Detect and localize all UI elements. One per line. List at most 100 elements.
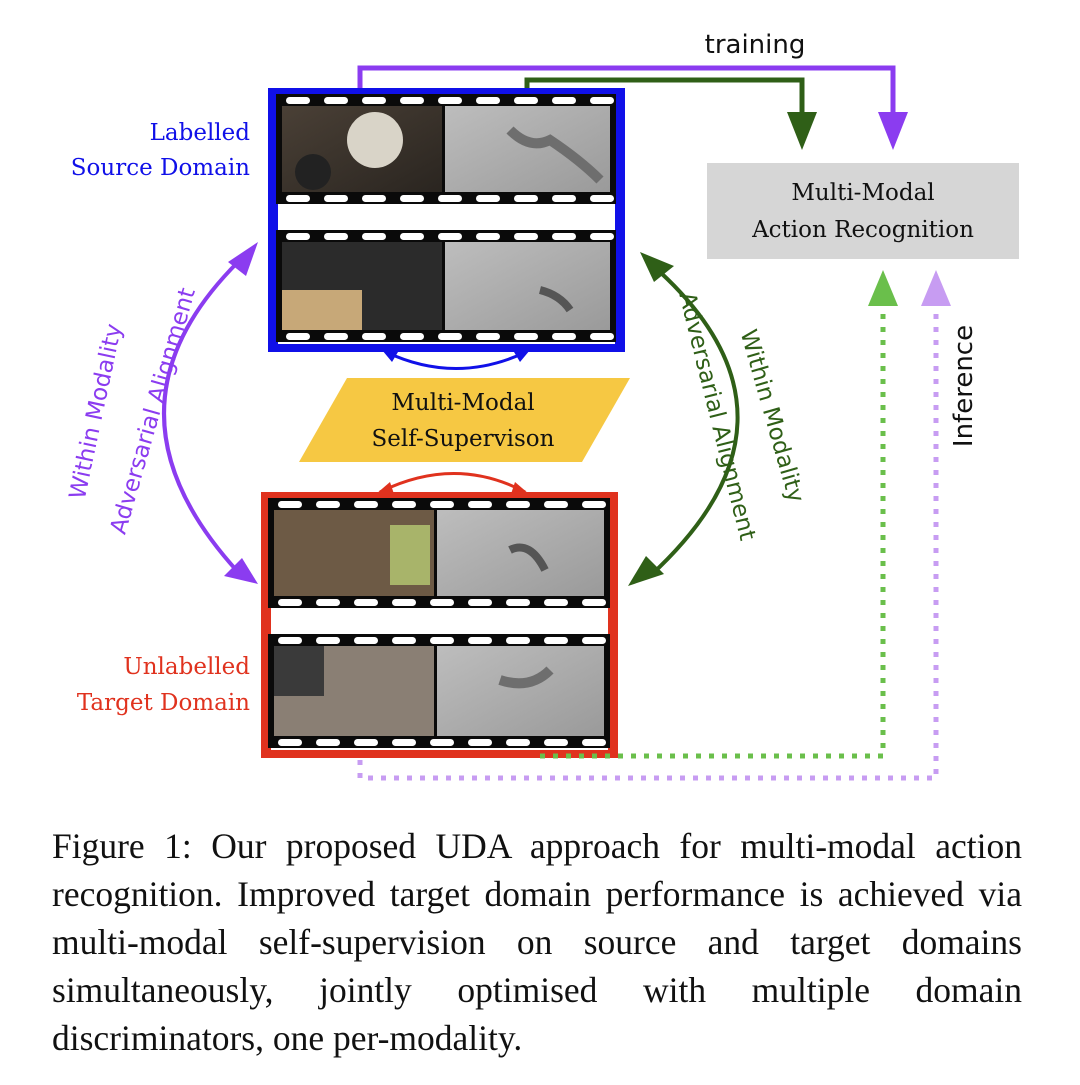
sprocket-hole: [438, 333, 462, 340]
right-adversarial-arc: [628, 252, 740, 586]
sprocket-hole: [392, 739, 416, 746]
sprocket-hole: [476, 97, 500, 104]
sprocket-hole: [430, 739, 454, 746]
sprocket-hole: [590, 233, 614, 240]
source-label-line2: Source Domain: [71, 155, 250, 181]
selfsup-label-line2: Self-Supervison: [372, 426, 555, 452]
sprocket-hole: [286, 233, 310, 240]
sprocket-hole: [392, 599, 416, 606]
training-arrow-green: [524, 77, 817, 150]
sprocket-hole: [476, 195, 500, 202]
sprocket-hole: [278, 501, 302, 508]
sprocket-hole: [476, 233, 500, 240]
source-label-line1: Labelled: [150, 120, 251, 146]
source-domain-clips: [268, 88, 625, 352]
sprocket-hole: [582, 739, 606, 746]
source-filmstrip-top: [276, 94, 616, 204]
sprocket-hole: [392, 637, 416, 644]
sprocket-hole: [354, 599, 378, 606]
sprocket-hole: [438, 195, 462, 202]
sprocket-hole: [582, 501, 606, 508]
inference-arrow-purple: [357, 270, 951, 781]
sprocket-hole: [590, 333, 614, 340]
sprocket-hole: [362, 195, 386, 202]
sprocket-hole: [552, 195, 576, 202]
sprocket-hole: [476, 333, 500, 340]
sprocket-hole: [468, 599, 492, 606]
sprocket-hole: [354, 739, 378, 746]
training-arrow-purple: [357, 65, 908, 150]
sprocket-hole: [438, 97, 462, 104]
selfsup-label-line1: Multi-Modal: [391, 390, 534, 416]
sprocket-hole: [438, 233, 462, 240]
left-arc-label: Within Modality Adversarial Alignment: [65, 285, 201, 537]
sprocket-hole: [430, 599, 454, 606]
sprocket-hole: [362, 97, 386, 104]
figure-caption: Figure 1: Our proposed UDA approach for …: [52, 826, 1022, 1058]
sprocket-hole: [400, 233, 424, 240]
sprocket-hole: [324, 195, 348, 202]
target-filmstrip-top: [268, 498, 610, 608]
sprocket-hole: [544, 739, 568, 746]
sprocket-hole: [316, 637, 340, 644]
sprocket-hole: [286, 333, 310, 340]
sprocket-hole: [400, 195, 424, 202]
target-domain-clips: [261, 492, 618, 758]
pan-shape: [347, 112, 403, 168]
sprocket-hole: [468, 637, 492, 644]
sprocket-hole: [316, 501, 340, 508]
film-sprocket-holes: [278, 97, 614, 746]
sprocket-hole: [362, 333, 386, 340]
target-label-line1: Unlabelled: [123, 654, 250, 680]
sprocket-hole: [582, 599, 606, 606]
sprocket-hole: [514, 195, 538, 202]
sprocket-hole: [354, 637, 378, 644]
sprocket-hole: [506, 501, 530, 508]
target-label-line2: Target Domain: [77, 690, 250, 716]
recog-label-line2: Action Recognition: [751, 217, 974, 243]
sprocket-hole: [278, 637, 302, 644]
sprocket-hole: [506, 599, 530, 606]
sprocket-hole: [582, 637, 606, 644]
sprocket-hole: [278, 739, 302, 746]
action-recognition-box: Multi-Modal Action Recognition: [707, 163, 1019, 259]
sprocket-hole: [354, 501, 378, 508]
sprocket-hole: [552, 97, 576, 104]
self-supervision-box: Multi-Modal Self-Supervison: [299, 378, 630, 462]
sprocket-hole: [316, 739, 340, 746]
sprocket-hole: [544, 501, 568, 508]
sprocket-hole: [324, 333, 348, 340]
inference-label: Inference: [949, 325, 979, 447]
sprocket-hole: [552, 333, 576, 340]
sprocket-hole: [316, 599, 340, 606]
source-filmstrip-bottom: [276, 230, 616, 342]
sprocket-hole: [278, 599, 302, 606]
sprocket-hole: [362, 233, 386, 240]
sprocket-hole: [324, 233, 348, 240]
diagram-canvas: training: [65, 30, 1019, 781]
sprocket-hole: [400, 97, 424, 104]
training-label: training: [705, 30, 806, 60]
sprocket-hole: [324, 97, 348, 104]
source-selfsup-arrow: [382, 350, 530, 370]
sprocket-hole: [544, 637, 568, 644]
sprocket-hole: [286, 195, 310, 202]
sprocket-hole: [514, 97, 538, 104]
sprocket-hole: [506, 637, 530, 644]
sprocket-hole: [506, 739, 530, 746]
sprocket-hole: [514, 333, 538, 340]
recog-label-line1: Multi-Modal: [791, 180, 934, 206]
right-arc-label-line2: Adversarial Alignment: [673, 290, 760, 543]
right-arc-label: Within Modality Adversarial Alignment: [673, 290, 808, 543]
sprocket-hole: [430, 637, 454, 644]
sprocket-hole: [590, 97, 614, 104]
inference-arrow-green: [540, 270, 898, 759]
sprocket-hole: [544, 599, 568, 606]
left-adversarial-arc: [162, 242, 258, 584]
sprocket-hole: [400, 333, 424, 340]
target-filmstrip-bottom: [268, 634, 610, 748]
sprocket-hole: [392, 501, 416, 508]
sprocket-hole: [590, 195, 614, 202]
target-selfsup-arrow: [376, 472, 529, 494]
left-arc-label-line1: Within Modality: [65, 322, 128, 502]
